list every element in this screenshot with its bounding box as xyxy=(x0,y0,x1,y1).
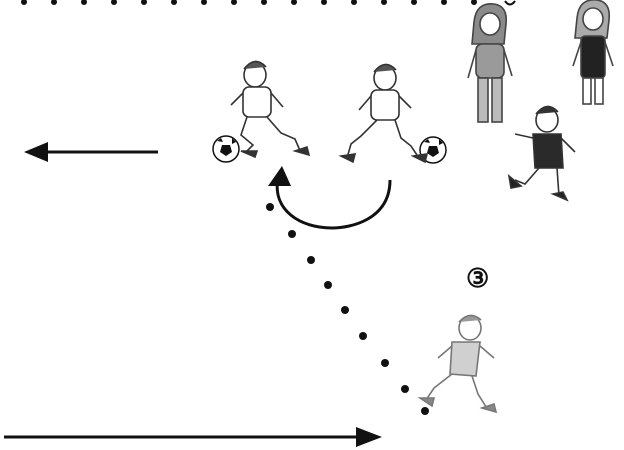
child-player-icon xyxy=(572,0,614,105)
right-arrow-icon xyxy=(4,427,382,447)
step-number-label: ③ xyxy=(466,264,490,294)
child-player-icon xyxy=(507,105,576,202)
curved-arrow-icon xyxy=(268,166,392,230)
child-player-icon xyxy=(467,3,513,123)
child-player-icon xyxy=(338,63,429,164)
soccer-ball-icon xyxy=(212,135,240,163)
dotted-run-path xyxy=(266,203,429,415)
left-arrow-icon xyxy=(24,142,158,162)
child-player-icon xyxy=(230,60,311,159)
child-player-icon xyxy=(417,314,498,414)
top-dotted-border xyxy=(21,0,516,6)
